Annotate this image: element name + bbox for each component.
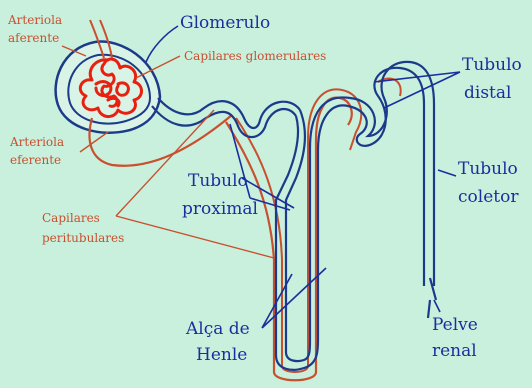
label-capilares-peritubulares-2: peritubulares (42, 231, 124, 245)
label-capilares-peritubulares-1: Capilares (42, 211, 100, 225)
label-arteriola-aferente-2: aferente (8, 31, 59, 45)
label-tubulo-proximal-1: Tubulo (188, 171, 248, 191)
label-capilares-glomerulares: Capilares glomerulares (184, 49, 326, 63)
label-tubulo-proximal-2: proximal (182, 199, 258, 219)
label-tubulo-coletor-2: coletor (458, 187, 519, 207)
label-glomerulo: Glomerulo (180, 13, 270, 33)
label-arteriola-eferente-1: Arteriola (9, 135, 64, 149)
label-alca-henle-1: Alça de (185, 319, 250, 339)
label-arteriola-eferente-2: eferente (10, 153, 61, 167)
label-arteriola-aferente-1: Arteriola (7, 13, 62, 27)
label-alca-henle-2: Henle (196, 345, 247, 365)
label-pelve-renal-1: Pelve (432, 315, 478, 335)
label-tubulo-coletor-1: Tubulo (458, 159, 518, 179)
label-pelve-renal-2: renal (432, 341, 477, 361)
label-tubulo-distal-2: distal (464, 83, 511, 103)
label-tubulo-distal-1: Tubulo (462, 55, 522, 75)
